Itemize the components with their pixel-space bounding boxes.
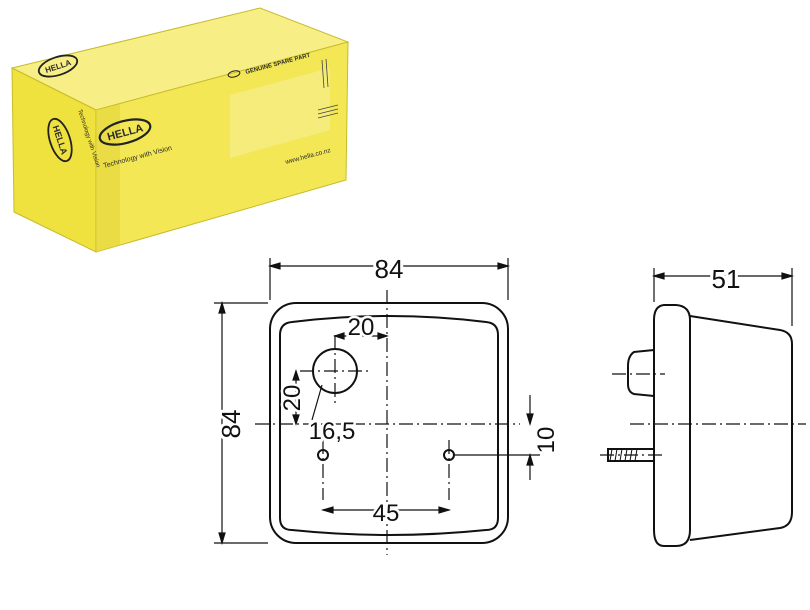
lamp-outer-outline (269, 302, 509, 544)
front-dimension-lines (214, 258, 540, 546)
dim-width-label: 84 (375, 254, 404, 284)
dim-hole-offset-x-label: 20 (348, 314, 375, 341)
side-view-drawing (607, 304, 793, 547)
side-plug (627, 349, 655, 397)
side-centerlines (600, 373, 806, 456)
small-side-logo-oval (227, 70, 241, 78)
dim-height-label: 84 (216, 410, 246, 439)
front-centerlines (255, 290, 520, 555)
top-logo-oval (37, 54, 79, 78)
box-label-panel (230, 68, 330, 158)
small-side-logo (227, 70, 241, 78)
side-logo-oval (98, 118, 152, 146)
side-housing-body (689, 315, 793, 541)
dim-depth-label: 51 (712, 264, 741, 294)
dim-mount-offset-label: 10 (533, 427, 560, 454)
product-box: HELLA HELLA Technology with Vision HELLA… (10, 7, 350, 253)
box-barcode (317, 58, 339, 119)
front-logo-oval (47, 117, 73, 163)
front-dimension-texts: 84 84 20 20 16,5 45 10 (213, 251, 560, 530)
dim-hole-offset-y-label: 20 (279, 385, 306, 412)
side-dimension-lines (651, 268, 795, 326)
lamp-inner-outline (279, 315, 499, 536)
dim-hole-diameter-label: 16,5 (309, 418, 356, 445)
side-lens-rim (653, 304, 691, 547)
dim-mount-spacing-label: 45 (373, 500, 400, 527)
